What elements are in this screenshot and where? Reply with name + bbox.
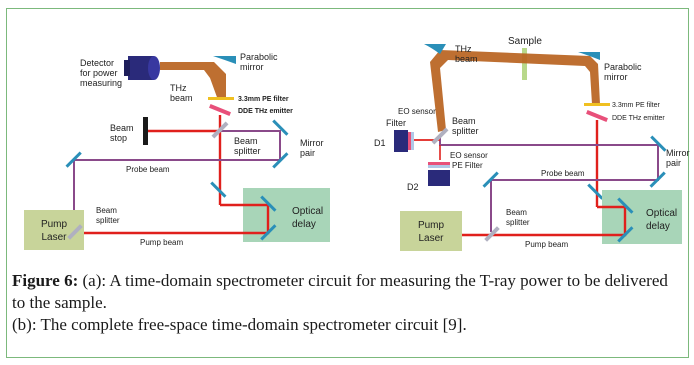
detector-d1 bbox=[394, 130, 414, 152]
beam-splitter-upper-label-a-2: splitter bbox=[234, 146, 261, 156]
delay-mirror-a-1 bbox=[260, 195, 277, 212]
beam-splitter-lower-label-a-2: splitter bbox=[96, 216, 120, 225]
thz-beam-label-b-1: THz bbox=[455, 44, 472, 54]
beam-splitter-upper-label-a-1: Beam bbox=[234, 136, 258, 146]
pe-filter-label-b: 3.3mm PE filter bbox=[612, 102, 661, 109]
beam-splitter-upper-label-b-1: Beam bbox=[452, 116, 476, 126]
pump-laser-label-a-2: Laser bbox=[41, 232, 67, 243]
detector bbox=[124, 56, 160, 80]
eo-sensor-bottom-label: EO sensor bbox=[450, 151, 488, 160]
mirror-a-lower bbox=[210, 181, 227, 198]
detector-label-1: Detector bbox=[80, 58, 114, 68]
beam-stop-label-1: Beam bbox=[110, 123, 134, 133]
parabolic-mirror-label-a-1: Parabolic bbox=[240, 52, 278, 62]
pe-filter-small-label: PE Filter bbox=[452, 161, 483, 170]
detector-label-2: for power bbox=[80, 68, 118, 78]
parabolic-mirror-b-right bbox=[578, 52, 600, 60]
sample-label: Sample bbox=[508, 36, 542, 47]
panel-b: Sample THz beam Parabolic mirror 3.3mm P… bbox=[374, 36, 690, 251]
emitter-label-a: DDE THz emitter bbox=[238, 108, 293, 115]
optical-delay-label-a-1: Optical bbox=[292, 206, 323, 217]
caption-line-1: Figure 6: (a): A time-domain spectromete… bbox=[12, 270, 682, 314]
figure-label: Figure 6: bbox=[12, 271, 79, 290]
parabolic-mirror-b-left bbox=[424, 44, 446, 54]
pump-beam-label-b: Pump beam bbox=[525, 240, 568, 249]
thz-emitter-a bbox=[209, 104, 231, 116]
delay-mirror-b-1 bbox=[617, 197, 634, 214]
d2-label: D2 bbox=[407, 182, 419, 192]
thz-beam-b bbox=[430, 50, 600, 132]
eo-sensor-top-label: EO sensor bbox=[398, 107, 436, 116]
panel-a: Detector for power measuring THz beam Pa… bbox=[24, 52, 330, 250]
d1-label: D1 bbox=[374, 138, 386, 148]
detector-d2 bbox=[428, 162, 450, 186]
pump-beam-label-a: Pump beam bbox=[140, 238, 183, 247]
optical-delay-label-b-2: delay bbox=[646, 221, 670, 232]
mirror-pair-label-b-2: pair bbox=[666, 158, 681, 168]
mirror-b-lower bbox=[587, 183, 604, 200]
thz-beam-label-a-1: THz bbox=[170, 83, 187, 93]
sample bbox=[522, 48, 527, 80]
beam-splitter-upper-b bbox=[431, 127, 449, 145]
mirror-pair-a-1 bbox=[272, 119, 289, 136]
figure-caption: Figure 6: (a): A time-domain spectromete… bbox=[12, 270, 682, 336]
parabolic-mirror-label-b-1: Parabolic bbox=[604, 62, 642, 72]
delay-mirror-a-2 bbox=[260, 224, 277, 241]
mirror-pair-label-a-1: Mirror bbox=[300, 138, 324, 148]
beam-stop-label-2: stop bbox=[110, 133, 127, 143]
pump-laser-box-a bbox=[24, 210, 84, 250]
emitter-label-b: DDE THz emitter bbox=[612, 115, 665, 122]
mirror-probe-b-top bbox=[482, 171, 499, 188]
pe-filter-a bbox=[208, 97, 234, 100]
pump-laser-label-b-2: Laser bbox=[418, 233, 444, 244]
probe-beam-label-b: Probe beam bbox=[541, 169, 585, 178]
pump-laser-box-b bbox=[400, 211, 462, 251]
caption-line-2: (b): The complete free-space time-domain… bbox=[12, 315, 467, 334]
thz-beam-a bbox=[160, 62, 226, 100]
optical-delay-beam-a bbox=[243, 203, 270, 235]
beam-splitter-lower-label-a-1: Beam bbox=[96, 206, 117, 215]
delay-mirror-b-2 bbox=[617, 226, 634, 243]
caption-text-a: (a): A time-domain spectrometer circuit … bbox=[12, 271, 668, 312]
parabolic-mirror-label-b-2: mirror bbox=[604, 72, 628, 82]
detector-label-3: measuring bbox=[80, 78, 122, 88]
optical-delay-label-a-2: delay bbox=[292, 219, 316, 230]
pe-filter-label-a: 3.3mm PE filter bbox=[238, 96, 289, 103]
optical-delay-beam-b bbox=[602, 205, 627, 237]
mirror-pair-a-2 bbox=[272, 152, 289, 169]
figure-frame bbox=[6, 8, 689, 358]
probe-beam-label-a: Probe beam bbox=[126, 165, 170, 174]
beam-splitter-lower-a bbox=[67, 224, 83, 240]
spectrometer-diagram: Detector for power measuring THz beam Pa… bbox=[24, 36, 690, 251]
mirror-pair-b-1 bbox=[650, 135, 667, 152]
probe-beam-b bbox=[439, 135, 659, 232]
thz-emitter-b bbox=[586, 110, 608, 122]
beam-splitter-upper-label-b-2: splitter bbox=[452, 126, 479, 136]
parabolic-mirror-a bbox=[213, 56, 236, 64]
filter-label: Filter bbox=[386, 118, 406, 128]
thz-beam-label-b-2: beam bbox=[455, 54, 478, 64]
mirror-pair-b-2 bbox=[649, 171, 666, 188]
beam-splitter-lower-label-b-2: splitter bbox=[506, 218, 530, 227]
mirror-probe-a-top bbox=[65, 151, 82, 168]
mirror-pair-label-b-1: Mirror bbox=[666, 148, 690, 158]
beam-stop bbox=[143, 117, 148, 145]
pump-laser-label-a-1: Pump bbox=[41, 219, 68, 230]
beam-splitter-upper-a bbox=[211, 121, 229, 139]
mirror-pair-label-a-2: pair bbox=[300, 148, 315, 158]
pump-laser-label-b-1: Pump bbox=[418, 220, 445, 231]
thz-beam-label-a-2: beam bbox=[170, 93, 193, 103]
optical-delay-label-b-1: Optical bbox=[646, 208, 677, 219]
beam-splitter-lower-label-b-1: Beam bbox=[506, 208, 527, 217]
parabolic-mirror-label-a-2: mirror bbox=[240, 62, 264, 72]
pe-filter-b bbox=[584, 103, 610, 106]
beam-splitter-lower-b bbox=[484, 226, 500, 242]
